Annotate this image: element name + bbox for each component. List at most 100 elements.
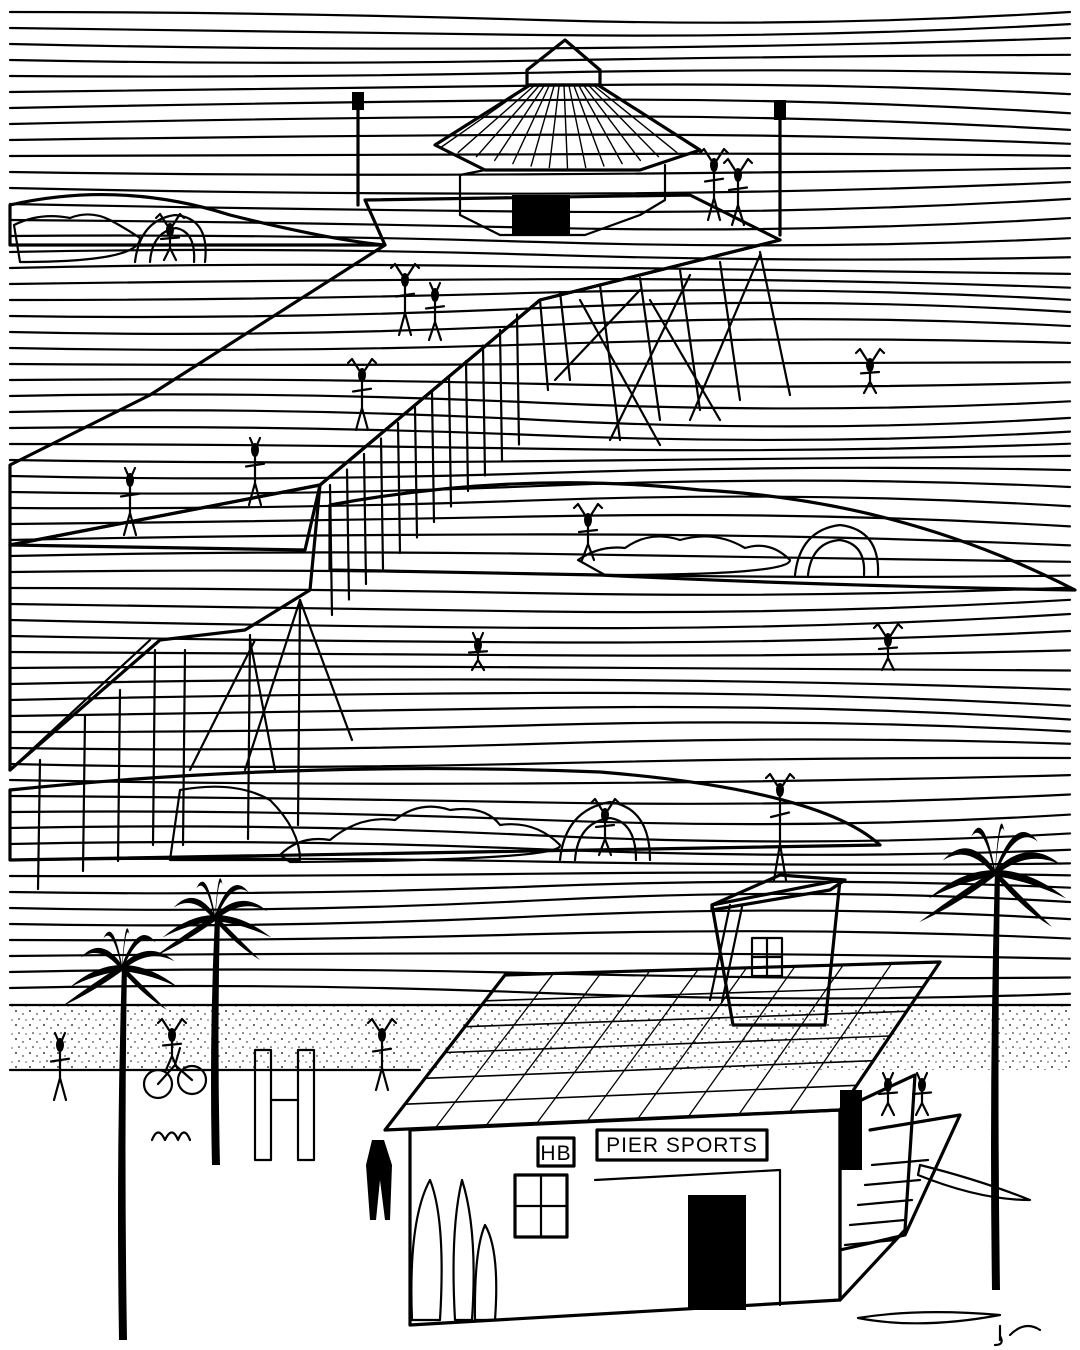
stick-figure xyxy=(854,347,886,395)
palm-tree-right xyxy=(919,823,1067,1290)
piling xyxy=(81,713,87,873)
swell-line xyxy=(8,551,1072,563)
swell-line xyxy=(8,598,1072,614)
squiggle-mark xyxy=(150,1131,192,1142)
cross-brace xyxy=(243,598,302,772)
piling xyxy=(598,283,622,442)
wave-middle xyxy=(328,481,1077,592)
swell-line xyxy=(8,442,1072,452)
wave-lower xyxy=(8,766,882,864)
swell-line xyxy=(8,152,1072,158)
swell-line xyxy=(8,705,1072,721)
swell-line xyxy=(8,678,1072,691)
surf-shop xyxy=(366,873,1032,1327)
piling xyxy=(447,375,453,508)
stick-figure xyxy=(911,1071,933,1117)
swell-line xyxy=(8,36,1072,50)
swell-line xyxy=(8,289,1072,302)
stick-figure xyxy=(346,357,378,432)
swell-line xyxy=(8,629,1072,644)
cross-brace xyxy=(688,253,762,422)
cross-brace xyxy=(188,638,257,772)
swell-line xyxy=(8,649,1072,657)
swell-line xyxy=(8,454,1072,464)
cross-brace xyxy=(553,288,642,382)
beach-sand xyxy=(10,1005,1070,1070)
pier-pilings xyxy=(36,250,792,891)
stick-figure xyxy=(467,631,489,672)
swell-line xyxy=(8,691,1072,707)
swell-line xyxy=(8,393,1072,410)
piling xyxy=(246,633,252,841)
stick-figure xyxy=(244,436,266,507)
palm-tree-left xyxy=(62,928,179,1340)
swell-line xyxy=(8,533,1072,547)
cross-brace xyxy=(648,298,722,422)
lamp-post-left xyxy=(352,92,364,207)
swell-line xyxy=(8,721,1072,734)
swell-line xyxy=(8,793,1072,805)
piling xyxy=(116,688,122,863)
swell-line xyxy=(8,495,1072,510)
piling xyxy=(328,483,334,617)
stick-figure xyxy=(119,466,141,537)
stick-figure xyxy=(156,1017,188,1072)
piling xyxy=(464,359,470,493)
wave-top-left xyxy=(8,193,387,264)
swell-line xyxy=(8,98,1072,115)
swell-line xyxy=(8,23,1072,37)
swell-line xyxy=(8,840,1072,856)
swell-line xyxy=(8,115,1072,131)
swell-line xyxy=(8,69,1072,78)
piling xyxy=(515,313,521,446)
surfboard-on-sand xyxy=(856,1311,1002,1325)
cross-brace xyxy=(578,298,662,447)
piling xyxy=(396,421,402,555)
swell-line xyxy=(8,952,1072,960)
stick-figure xyxy=(589,797,621,857)
stick-figure xyxy=(366,1017,398,1092)
piling xyxy=(379,437,385,570)
piling xyxy=(362,452,368,586)
stick-figure xyxy=(424,281,446,342)
cross-brace xyxy=(608,273,692,442)
lamp-post-right xyxy=(774,100,786,237)
piling xyxy=(413,406,419,539)
piling xyxy=(638,276,662,422)
swell-line xyxy=(8,892,1072,911)
swell-line xyxy=(8,871,1072,878)
piling xyxy=(36,758,42,891)
swell-line xyxy=(8,738,1072,751)
swell-line xyxy=(8,479,1072,495)
cross-brace xyxy=(248,638,277,772)
swell-line xyxy=(8,425,1072,442)
shop-sign-hb: HB xyxy=(540,1142,571,1165)
swell-line xyxy=(8,361,1072,367)
swell-line xyxy=(8,248,1072,261)
shop-sign-pier-sports: PIER SPORTS xyxy=(606,1134,758,1157)
piling xyxy=(678,268,702,412)
palm-tree-middle xyxy=(155,878,272,1165)
stick-figure xyxy=(877,1071,899,1117)
swell-line xyxy=(8,984,1072,1000)
stick-figure xyxy=(722,157,754,227)
artist-signature: JC xyxy=(0,0,17,4)
cross-brace xyxy=(298,598,354,742)
swell-line xyxy=(8,263,1072,275)
swell-line xyxy=(8,10,1072,24)
pier-pavilion xyxy=(433,38,702,237)
swell-line xyxy=(8,665,1072,672)
swell-line xyxy=(8,825,1072,843)
swell-line xyxy=(8,612,1072,630)
artist-signature-mark xyxy=(993,1324,1042,1347)
piling xyxy=(718,260,742,402)
piling xyxy=(430,390,436,524)
swell-line xyxy=(8,880,1072,895)
swell-line xyxy=(8,277,1072,289)
swell-line xyxy=(8,234,1072,247)
piling xyxy=(345,468,351,601)
swell-line xyxy=(8,180,1072,195)
stick-figure xyxy=(49,1031,71,1102)
stick-figure xyxy=(154,212,186,262)
